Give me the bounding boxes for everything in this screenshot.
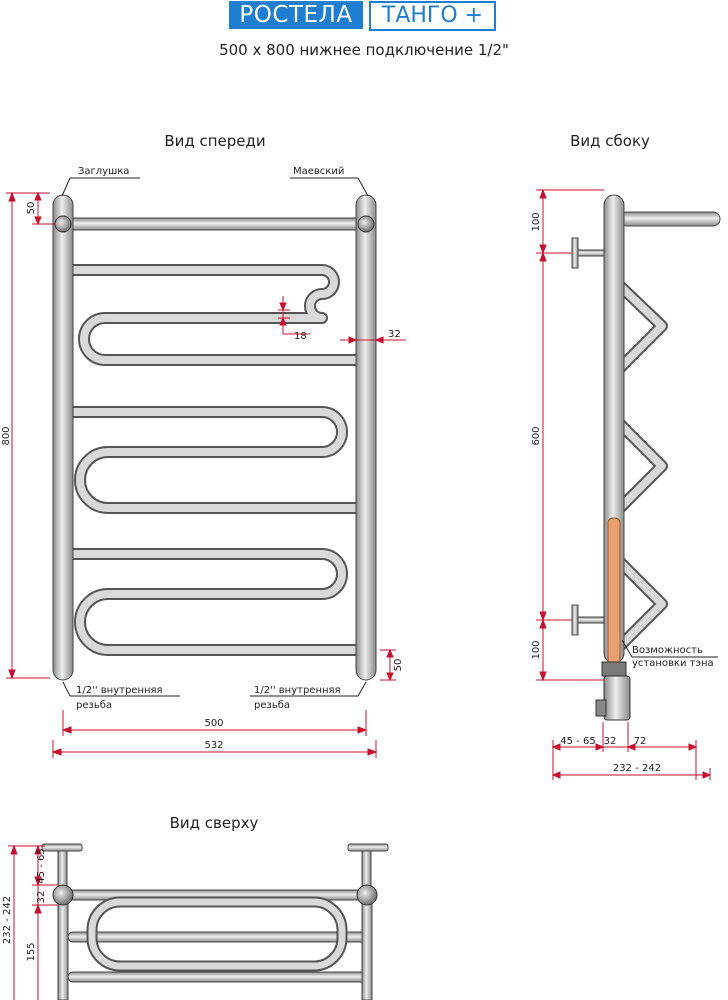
model-label: ТАНГО + [369,1,496,31]
plug-cap [54,215,72,233]
right-riser [355,194,377,681]
dim-top-50: 50 [26,202,37,215]
plug-label: Заглушка [78,166,129,177]
side-dim-bottom-100: 100 [531,640,542,659]
top-view: Вид сверху [2,814,389,1000]
top-dim-depth-155: 155 [26,942,37,961]
top-dim-pipe-32: 32 [36,891,47,904]
top-dim-total: 232 - 242 [2,896,13,944]
top-dimensions [8,844,58,1000]
wall-bracket-bottom [571,604,605,636]
dim-bottom-50: 50 [393,659,404,672]
thread-label-left-1: 1/2'' внутренняя [76,685,163,696]
top-bracket-right [347,843,389,888]
front-view-title: Вид спереди [164,132,265,150]
serpentine-tube-2 [64,406,368,514]
valve-cap [357,215,375,233]
left-riser [52,194,74,681]
side-dim-top-100: 100 [531,212,542,231]
brand-label: РОСТЕЛА [229,1,363,29]
top-bracket-left [41,843,83,888]
top-crossbar [61,217,367,231]
header: РОСТЕЛА ТАНГО + 500 х 800 нижнее подключ… [0,0,728,70]
heater-controller [603,675,631,721]
thread-label-right-2: резьба [254,700,290,711]
top-view-title: Вид сверху [170,814,259,832]
product-subtitle: 500 х 800 нижнее подключение 1/2" [219,41,509,59]
side-dim-pipe-32: 32 [604,736,617,747]
heater-element [607,517,621,669]
heater-label-2: установки тэна [632,658,714,669]
dim-height-800: 800 [1,426,12,445]
side-view: Вид сбоку Возм [531,132,721,780]
side-dim-total: 232 - 242 [613,763,661,774]
serpentine-tube-3 [64,548,368,656]
heater-label-1: Возможность [632,645,703,656]
side-top-bar [619,211,721,227]
dim-gap-18: 18 [294,331,307,342]
side-dim-offset: 45 - 65 [560,736,595,747]
side-dim-depth-72: 72 [634,736,647,747]
top-dim-offset: 45 - 65 [36,848,47,883]
front-dimensions [6,191,406,758]
thread-label-right-1: 1/2'' внутренняя [254,685,341,696]
side-dimensions [536,188,712,780]
side-dim-middle-600: 600 [531,426,542,445]
dim-width-532: 532 [204,740,223,751]
front-view: Вид спереди Заглушка Маевский 1/2'' внут… [1,132,406,758]
side-view-title: Вид сбоку [570,132,650,150]
valve-label: Маевский [293,166,344,177]
dim-width-500: 500 [204,718,223,729]
thread-label-left-2: резьба [76,700,112,711]
dim-pipe-32: 32 [388,329,401,340]
wall-bracket-top [571,237,605,269]
